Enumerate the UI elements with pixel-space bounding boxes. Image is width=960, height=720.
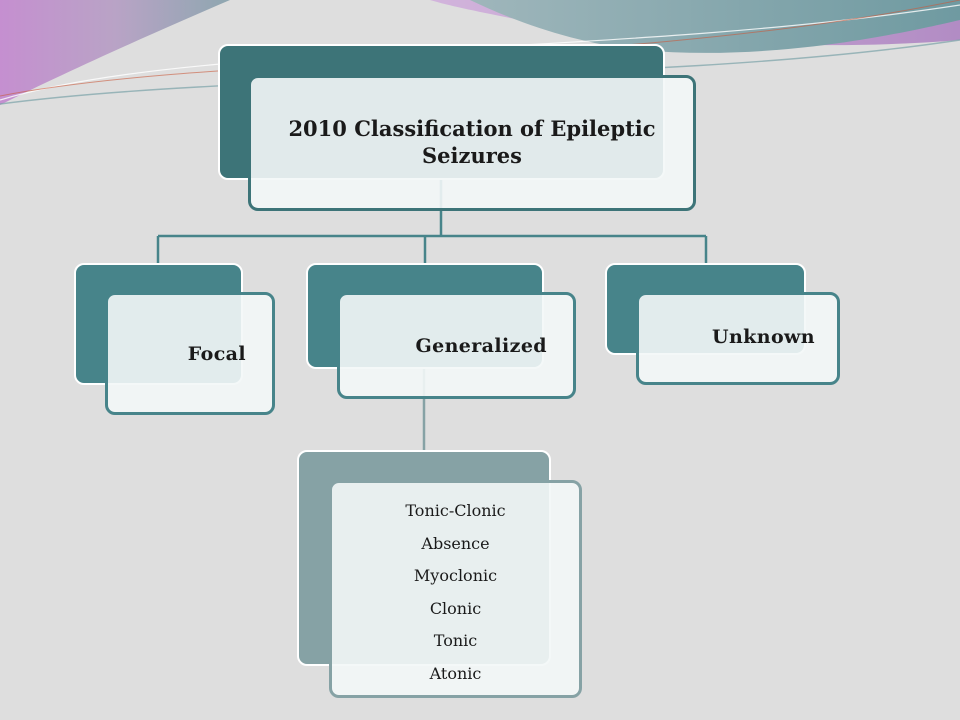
subtype-item-clonic: Clonic — [429, 598, 482, 618]
unknown-label: Unknown — [711, 325, 815, 348]
root-title-line-1: 2010 Classification of Epileptic — [288, 116, 656, 142]
root-title-line-2: Seizures — [422, 143, 522, 168]
subtypes-list: Tonic-Clonic Absence Myoclonic Clonic To… — [329, 480, 582, 698]
swoosh-band-right-teal — [470, 0, 960, 53]
focal-node-box: Focal — [105, 292, 275, 415]
subtype-item-tonic-clonic: Tonic-Clonic — [405, 501, 506, 520]
subtype-item-myoclonic: Myoclonic — [413, 566, 498, 586]
root-node-box: 2010 Classification of Epileptic Seizure… — [248, 75, 696, 211]
focal-label: Focal — [187, 342, 246, 365]
unknown-node-box: Unknown — [636, 292, 840, 385]
swoosh-band-left — [0, 0, 230, 105]
generalized-node-box: Generalized — [337, 292, 576, 399]
subtype-item-tonic: Tonic — [433, 631, 478, 651]
generalized-label: Generalized — [415, 334, 547, 357]
subtype-item-atonic: Atonic — [429, 663, 482, 683]
subtype-item-absence: Absence — [421, 533, 490, 553]
